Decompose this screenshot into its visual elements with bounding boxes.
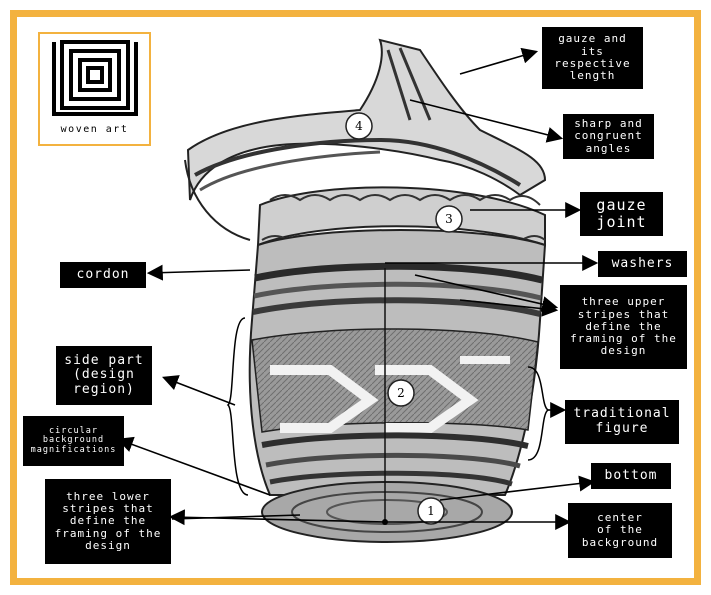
marker-3: 3 bbox=[435, 205, 463, 233]
label-center-background: center of the background bbox=[568, 503, 672, 558]
annotation-arrows bbox=[116, 47, 599, 530]
woven-art-logo: woven art bbox=[38, 32, 151, 146]
label-circular-magnifications: circular background magnifications bbox=[23, 416, 124, 466]
marker-4: 4 bbox=[345, 112, 373, 140]
side-part-bracket bbox=[226, 317, 249, 496]
label-three-lower-stripes: three lower stripes that define the fram… bbox=[45, 479, 171, 564]
label-gauze-length: gauze and its respective length bbox=[542, 27, 643, 89]
label-three-upper-stripes: three upper stripes that define the fram… bbox=[560, 285, 687, 369]
label-gauze-joint: gauze joint bbox=[580, 192, 663, 236]
bag-body bbox=[248, 229, 547, 543]
label-side-part: side part (design region) bbox=[56, 346, 152, 405]
svg-text:3: 3 bbox=[445, 212, 453, 226]
label-traditional-figure: traditional figure bbox=[565, 400, 679, 444]
svg-text:4: 4 bbox=[355, 119, 363, 133]
marker-1: 1 bbox=[417, 497, 445, 525]
svg-text:2: 2 bbox=[397, 386, 405, 400]
label-bottom: bottom bbox=[591, 463, 671, 489]
label-washers: washers bbox=[598, 251, 687, 277]
maze-logo-icon bbox=[52, 40, 138, 116]
label-cordon: cordon bbox=[60, 262, 146, 288]
marker-2: 2 bbox=[387, 379, 415, 407]
logo-text: woven art bbox=[60, 124, 129, 135]
label-sharp-angles: sharp and congruent angles bbox=[563, 114, 654, 159]
svg-text:1: 1 bbox=[427, 504, 435, 518]
